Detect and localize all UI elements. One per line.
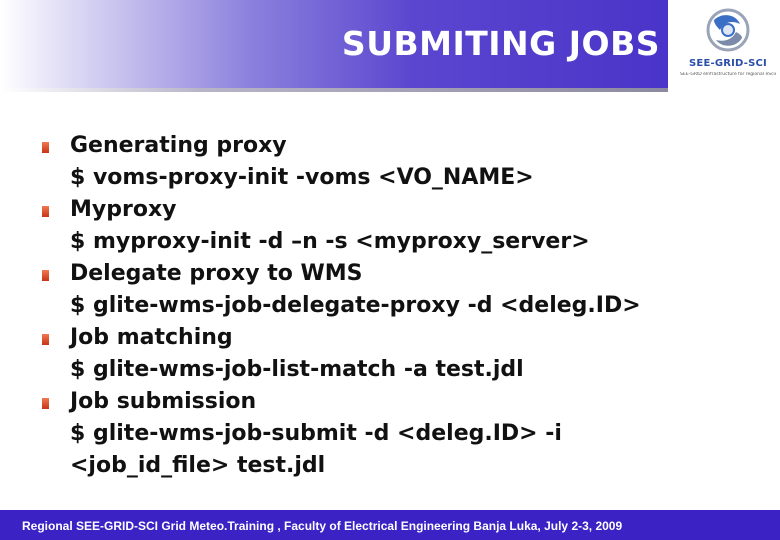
list-item: Delegate proxy to WMS $ glite-wms-job-de… [40,258,760,322]
bullet-icon [42,206,49,217]
logo-tagline: SEE-GRID eInfrastructure for regional eS… [680,72,776,77]
list-item: Job matching $ glite-wms-job-list-match … [40,322,760,386]
item-heading: Job submission [70,389,257,414]
item-command: $ voms-proxy-init -voms <VO_NAME> [70,165,534,190]
slide-title: SUBMITING JOBS [341,24,660,63]
see-grid-sci-logo: SEE-GRID-SCI SEE-GRID eInfrastructure fo… [676,0,780,88]
globe-swirl-icon [706,8,750,52]
item-heading: Generating proxy [70,133,287,158]
header-bar [0,0,668,88]
item-command-continuation: <job_id_file> test.jdl [70,453,326,478]
bullet-icon [42,142,49,153]
item-command: $ glite-wms-job-list-match -a test.jdl [70,357,524,382]
list-item: Myproxy $ myproxy-init -d –n -s <myproxy… [40,194,760,258]
bullet-icon [42,334,49,345]
bullet-list: Generating proxy $ voms-proxy-init -voms… [40,130,760,482]
item-command: $ myproxy-init -d –n -s <myproxy_server> [70,229,590,254]
header-underline [0,88,668,92]
item-command: $ glite-wms-job-submit -d <deleg.ID> -i [70,421,562,446]
item-command: $ glite-wms-job-delegate-proxy -d <deleg… [70,293,641,318]
item-heading: Delegate proxy to WMS [70,261,363,286]
logo-wordmark: SEE-GRID-SCI [689,58,767,69]
bullet-icon [42,270,49,281]
item-heading: Myproxy [70,197,177,222]
list-item: Generating proxy $ voms-proxy-init -voms… [40,130,760,194]
bullet-icon [42,398,49,409]
footer-text: Regional SEE-GRID-SCI Grid Meteo.Trainin… [22,519,623,533]
item-heading: Job matching [70,325,233,350]
footer-bar [0,510,780,540]
list-item: Job submission $ glite-wms-job-submit -d… [40,386,760,482]
